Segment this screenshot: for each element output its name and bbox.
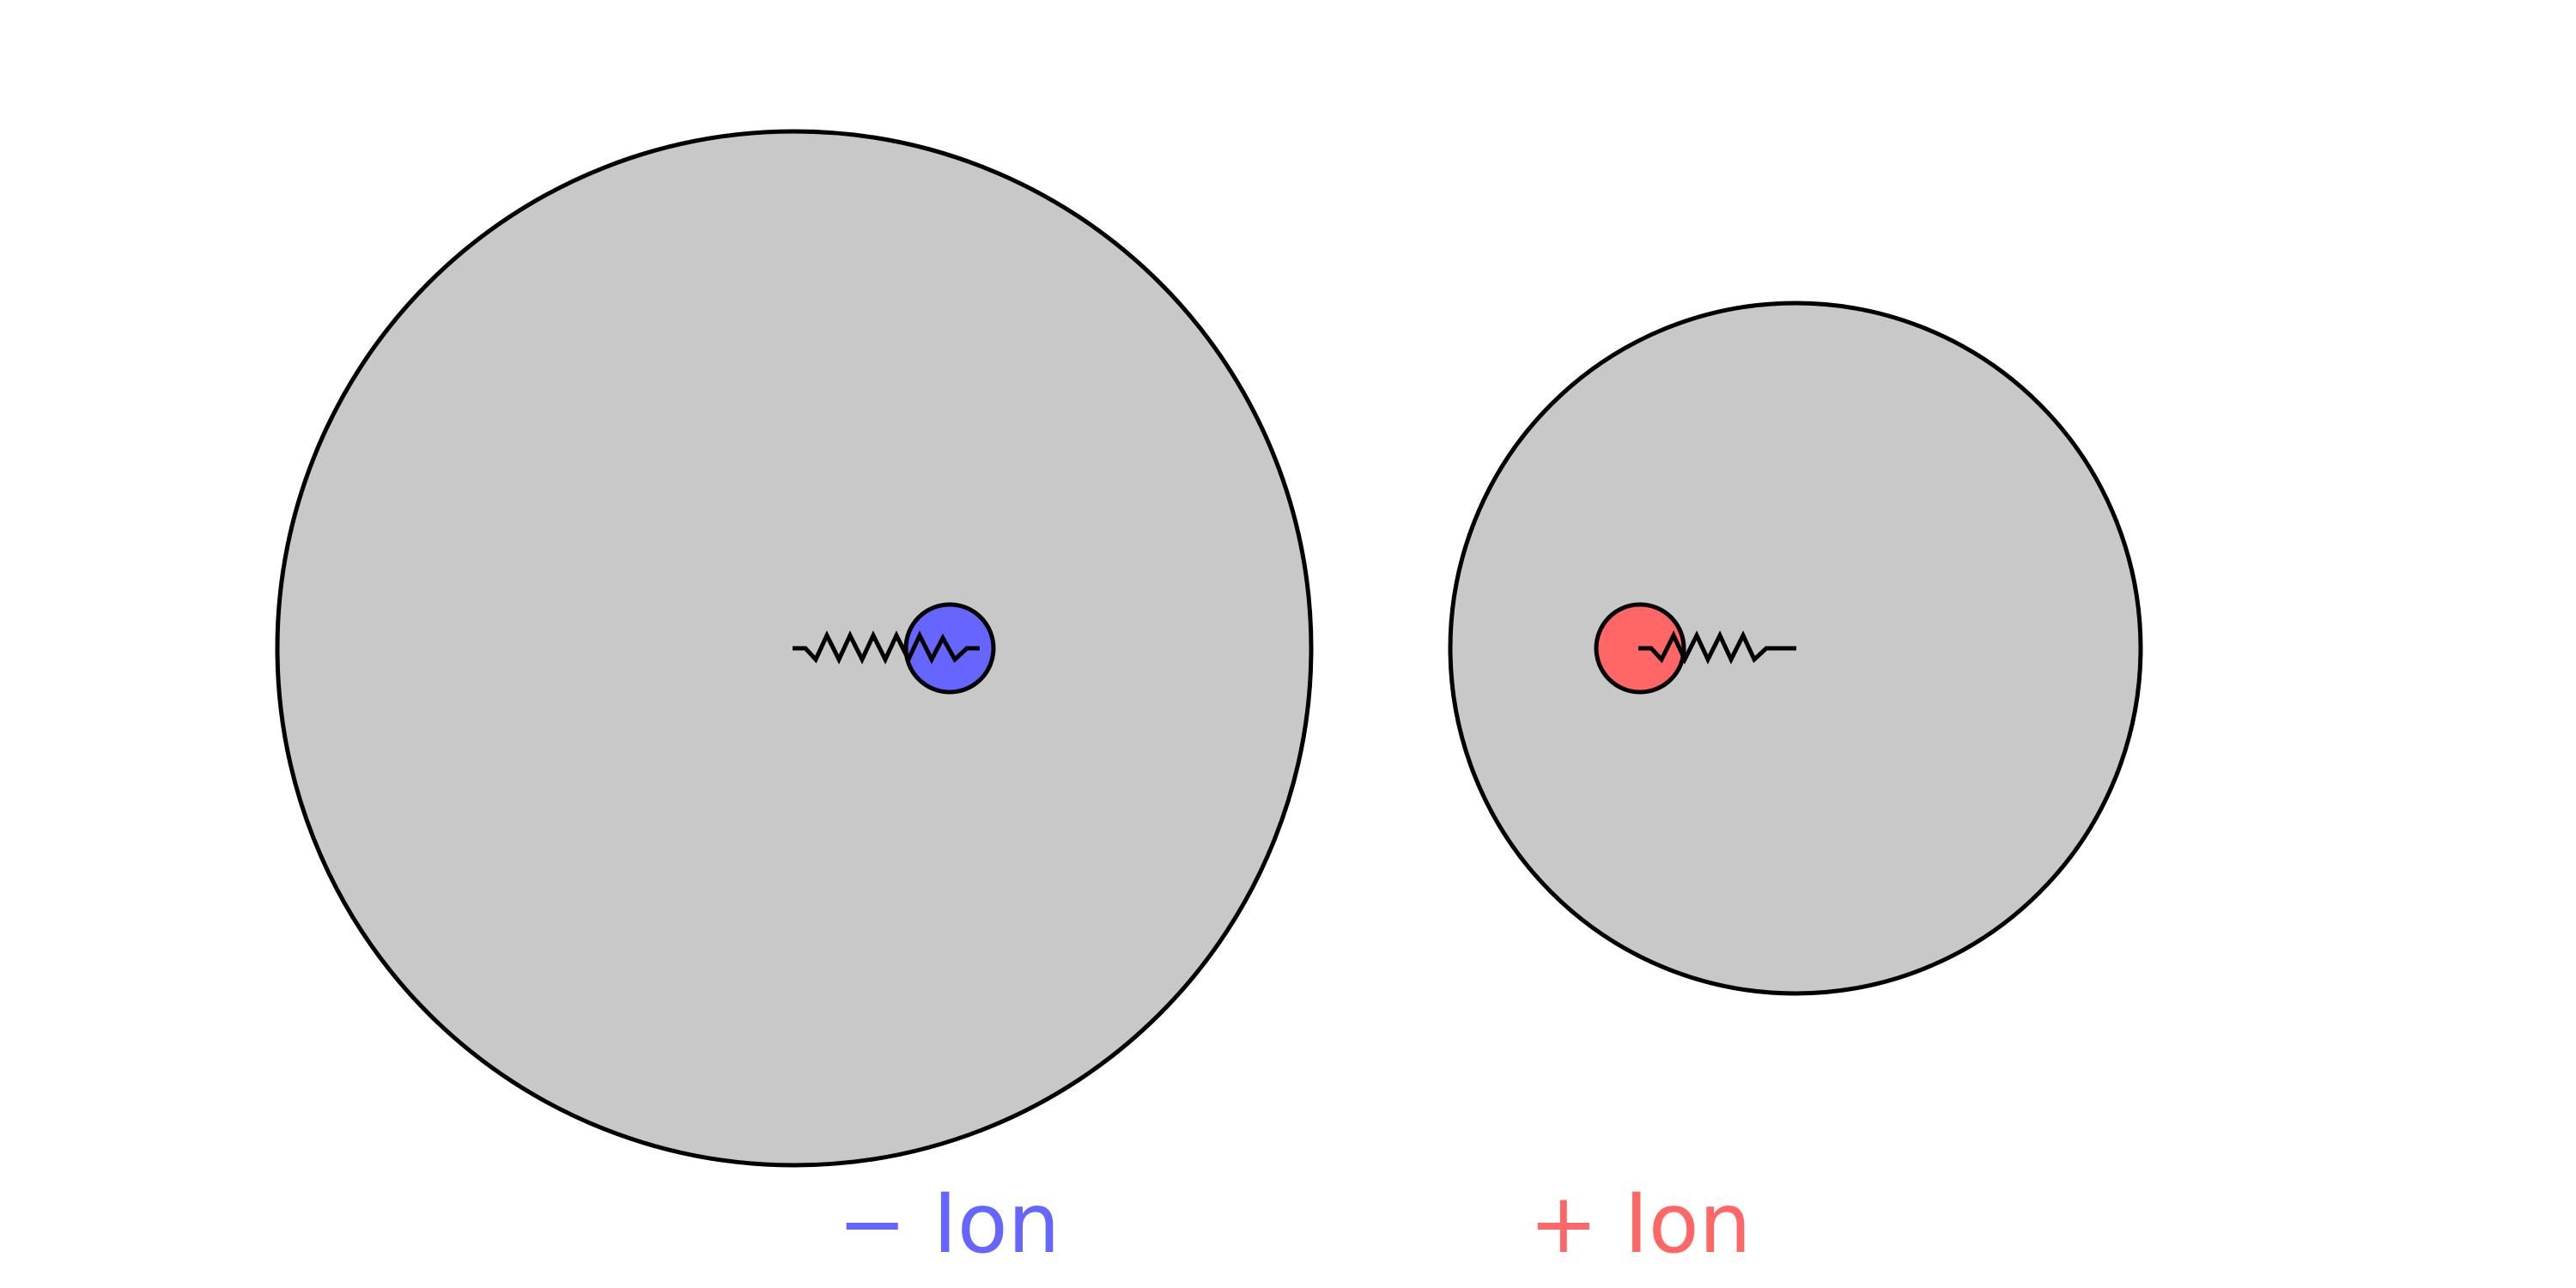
- negative-ion-label: − Ion: [838, 1176, 1060, 1272]
- negative-ion-spring-overlay: [906, 630, 980, 665]
- positive-ion-spring: [1638, 630, 1796, 665]
- positive-ion-label: + Ion: [1529, 1176, 1752, 1272]
- positive-ion-group: + Ion: [1448, 301, 2143, 1272]
- negative-ion-group: − Ion: [275, 129, 1314, 1272]
